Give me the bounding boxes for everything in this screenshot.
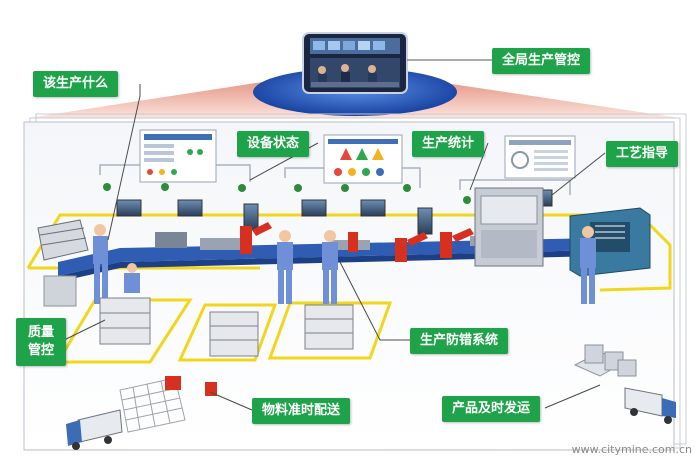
warehouse-rack: [119, 376, 217, 433]
worker: [124, 263, 140, 293]
delivery-truck-left: [66, 409, 123, 450]
control-center-image: [302, 32, 408, 94]
robot-arms: [240, 222, 474, 262]
watermark: www.citymine.com.cn: [571, 443, 692, 456]
raw-material-rack: [37, 219, 89, 307]
callout-quality-control: 质量管控: [16, 318, 66, 366]
callout-connectors: [57, 84, 606, 411]
callout-material-delivery: 物料准时配送: [252, 398, 351, 424]
worker: [322, 230, 338, 304]
test-machine: [474, 187, 544, 267]
callout-equipment-status: 设备状态: [237, 131, 310, 157]
workers: [93, 224, 596, 304]
callout-global-control: 全局生产管控: [492, 48, 591, 74]
callout-what-to-produce: 该生产什么: [33, 71, 119, 97]
equipment-status-dashboard: [323, 134, 403, 184]
workstation-monitors: [103, 183, 553, 235]
delivery-truck-right: [624, 387, 676, 424]
worker: [277, 230, 293, 304]
worker: [580, 226, 596, 304]
mes-dashboard-1: [139, 129, 217, 183]
material-carts: [99, 297, 354, 357]
warehouse-buildings: [573, 344, 637, 377]
callout-error-proofing: 生产防错系统: [410, 328, 509, 354]
callout-product-shipping: 产品及时发运: [442, 396, 541, 422]
callout-production-stats: 生产统计: [412, 131, 485, 157]
callout-process-guidance: 工艺指导: [606, 141, 679, 167]
production-stats-dashboard: [504, 135, 576, 179]
worker: [93, 224, 108, 304]
floor-markings: [26, 213, 672, 364]
